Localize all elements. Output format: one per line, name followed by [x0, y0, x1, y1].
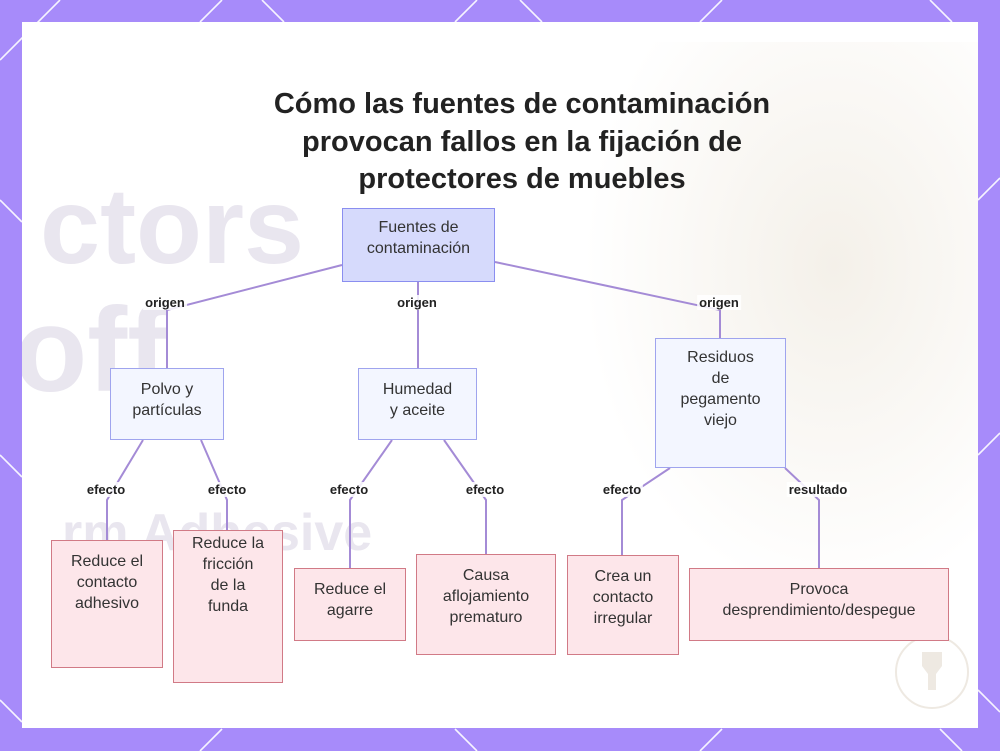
node-provoca-desprendimiento: Provoca desprendimiento/despegue	[689, 568, 949, 641]
node-text: de	[711, 370, 730, 387]
node-text: prematuro	[449, 609, 523, 626]
watermark-text-1: ctors	[40, 165, 305, 286]
node-text: agarre	[326, 602, 374, 619]
title-line: provocan fallos en la fijación de	[302, 125, 742, 158]
node-text: Reduce el	[313, 581, 387, 598]
node-text: Humedad	[382, 381, 453, 398]
node-text: Provoca	[789, 581, 849, 598]
node-text: de la	[210, 577, 246, 594]
edge-label-efecto: efecto	[463, 482, 507, 497]
edge-root-polvo	[166, 264, 343, 368]
edge-label-origen: origen	[395, 295, 439, 310]
node-humedad-aceite: Humedad y aceite	[358, 368, 477, 440]
node-reduce-agarre: Reduce el agarre	[294, 568, 406, 641]
edge-label-origen: origen	[143, 295, 187, 310]
node-text: y aceite	[389, 402, 446, 419]
node-text: Crea un	[594, 568, 652, 585]
node-text: Residuos	[687, 349, 754, 366]
node-crea-contacto-irregular: Crea un contacto irregular	[567, 555, 679, 655]
node-text: funda	[207, 598, 249, 615]
edge-polvo-leaf2	[200, 439, 228, 530]
node-causa-aflojamiento: Causa aflojamiento prematuro	[416, 554, 556, 655]
title-line: Cómo las fuentes de contaminación	[273, 88, 771, 120]
node-text: Causa	[462, 567, 510, 584]
edge-root-residuos	[494, 261, 721, 338]
node-reduce-friccion-funda: Reduce la fricción de la funda	[173, 530, 283, 683]
node-reduce-contacto-adhesivo: Reduce el contacto adhesivo	[51, 540, 163, 668]
node-text: Polvo y	[140, 381, 194, 398]
node-text: Reduce el	[70, 553, 144, 570]
edge-residuos-leaf5	[621, 467, 671, 555]
node-fuentes-contaminacion: Fuentes de contaminación	[342, 208, 495, 282]
title-line: protectores de muebles	[358, 163, 686, 196]
edge-label-efecto: efecto	[205, 482, 249, 497]
node-text: contaminación	[366, 240, 471, 257]
node-text: irregular	[593, 610, 653, 627]
diagram-title: Cómo las fuentes de contaminación provoc…	[242, 86, 802, 199]
edge-residuos-leaf6	[784, 467, 820, 568]
watermark-glow	[582, 42, 978, 602]
edge-humedad-leaf4	[443, 439, 487, 554]
edge-label-efecto: efecto	[84, 482, 128, 497]
node-text: fricción	[202, 556, 254, 573]
node-text: contacto	[592, 589, 654, 606]
node-residuos-pegamento: Residuos de pegamento viejo	[655, 338, 786, 468]
node-polvo-particulas: Polvo y partículas	[110, 368, 224, 440]
node-text: viejo	[704, 412, 737, 429]
node-text: pegamento	[680, 391, 761, 408]
edge-label-efecto: efecto	[327, 482, 371, 497]
edge-label-efecto: efecto	[600, 482, 644, 497]
edge-label-origen: origen	[697, 295, 741, 310]
edge-polvo-leaf1	[106, 439, 144, 540]
node-text: adhesivo	[74, 595, 140, 612]
edge-label-resultado: resultado	[786, 482, 850, 497]
node-text: Fuentes de	[378, 219, 459, 236]
edge-humedad-leaf3	[349, 439, 393, 568]
node-text: aflojamiento	[442, 588, 530, 605]
node-text: partículas	[132, 402, 202, 419]
node-text: Reduce la	[191, 535, 265, 552]
node-text: contacto	[76, 574, 138, 591]
node-text: desprendimiento/despegue	[722, 602, 916, 619]
